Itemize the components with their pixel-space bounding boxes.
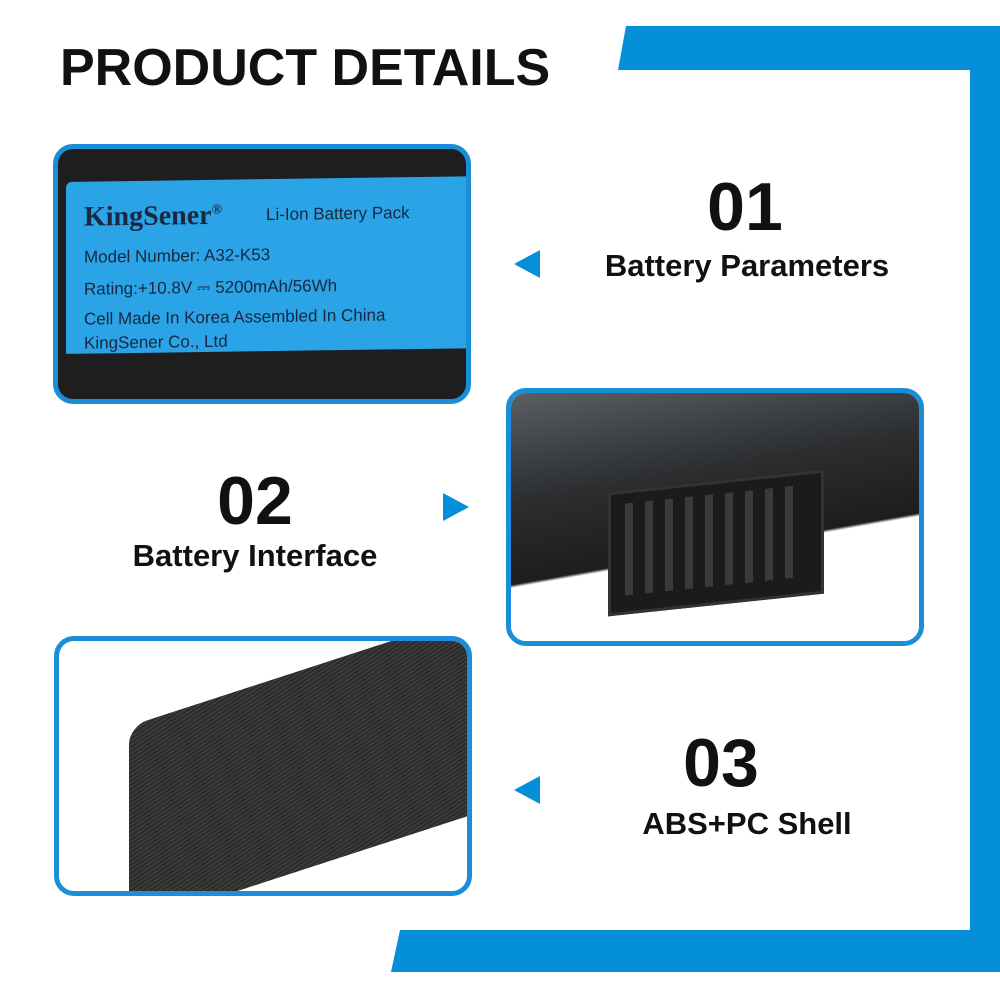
arrow-right-icon [443, 493, 469, 521]
company: KingSener Co., Ltd [84, 331, 228, 353]
page-title: PRODUCT DETAILS [60, 39, 551, 97]
section-caption-01: Battery Parameters [604, 248, 890, 283]
battery-interface-photo [506, 388, 924, 646]
arrow-left-icon [514, 776, 540, 804]
accent-bar-right [970, 70, 1000, 930]
accent-bar-bottom [391, 930, 1000, 972]
section-caption-03: ABS+PC Shell [642, 806, 852, 841]
brand-name: KingSener® [84, 200, 222, 234]
section-caption-02: Battery Interface [132, 538, 378, 573]
registered-mark: ® [211, 202, 223, 218]
ribbed-shell [129, 641, 467, 891]
model-number: Model Number: A32-K53 [84, 245, 271, 267]
section-number-01: 01 [707, 169, 783, 245]
accent-bar-top [618, 26, 1000, 70]
product-type: Li-Ion Battery Pack [266, 203, 410, 225]
battery-shell-photo [54, 636, 472, 896]
section-number-02: 02 [217, 463, 293, 539]
battery-label: KingSener® Li-Ion Battery Pack Model Num… [66, 176, 466, 354]
brand-text: KingSener [84, 199, 212, 233]
section-number-03: 03 [683, 725, 759, 801]
connector-port [608, 469, 824, 617]
origin: Cell Made In Korea Assembled In China [84, 305, 386, 329]
arrow-left-icon [514, 250, 540, 278]
battery-label-photo: KingSener® Li-Ion Battery Pack Model Num… [53, 144, 471, 404]
rating: Rating:+10.8V ⎓ 5200mAh/56Wh [84, 276, 338, 299]
